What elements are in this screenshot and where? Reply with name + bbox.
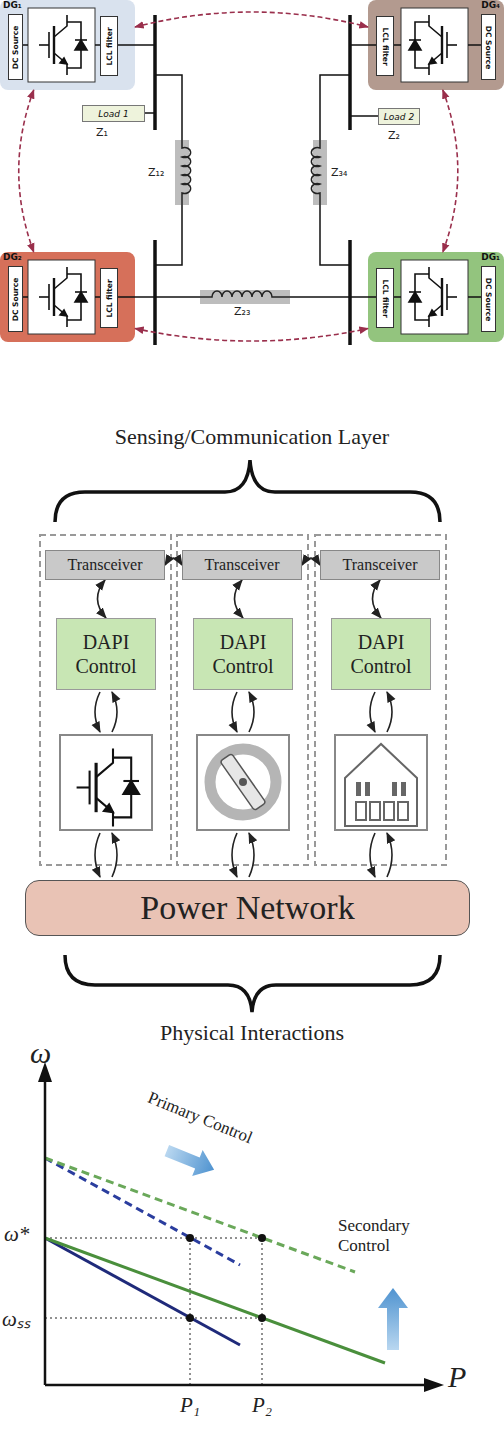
node-text: DG₁	[481, 252, 500, 262]
transceiver-box: Transceiver	[320, 550, 440, 580]
power-network-box: Power Network	[25, 880, 470, 936]
lcl-filter-box: LCL filter	[376, 16, 394, 76]
dg-panel	[0, 0, 135, 90]
interaction-arrows	[95, 692, 392, 877]
communication-link	[135, 12, 368, 27]
label: Z₂₃	[234, 305, 250, 318]
node-text: DG₁	[3, 0, 22, 10]
node-text: Load 1	[98, 109, 128, 119]
node-text: Transceiver	[68, 556, 143, 574]
label: ωₛₛ	[2, 1304, 31, 1332]
dapi-control-box: DAPI Control	[193, 618, 293, 690]
label: Z₂	[388, 129, 400, 142]
dg-panel	[368, 252, 504, 342]
label: Sensing/Communication Layer	[115, 424, 389, 450]
turbine-icon	[210, 749, 276, 815]
device-group	[40, 535, 446, 865]
label: ω*	[4, 1222, 29, 1247]
brace	[55, 460, 440, 522]
dapi-control-box: DAPI Control	[56, 618, 156, 690]
transceiver-box: Transceiver	[45, 550, 165, 580]
communication-link	[135, 329, 368, 342]
label: Secondary Control	[338, 1216, 420, 1255]
label: Physical Interactions	[160, 1020, 344, 1046]
device-icon-box	[60, 735, 427, 830]
node-text: DC Source	[484, 277, 493, 320]
node-text: DG₄	[481, 0, 500, 10]
lcl-filter-box: LCL filter	[376, 268, 394, 328]
dc-source-box: DC Source	[8, 266, 23, 332]
label: Z₁	[96, 126, 108, 139]
lcl-filter-box: LCL filter	[100, 16, 118, 76]
brace	[65, 955, 440, 1012]
dg-panel	[0, 252, 135, 342]
inductor	[175, 140, 327, 304]
node-text: DC Source	[11, 25, 20, 68]
lcl-filter-box: LCL filter	[100, 268, 118, 328]
dg-panel	[368, 0, 504, 90]
node-text: Load 2	[384, 112, 414, 122]
node-text: DC Source	[11, 277, 20, 320]
inverter-icon	[77, 749, 139, 827]
dg-unit: DG₁ DC Source LCL filter	[0, 0, 135, 90]
label: Z₁₂	[148, 166, 164, 179]
node-text: LCL filter	[105, 27, 114, 65]
dg-unit: DG₄ LCL filter DC Source	[368, 0, 504, 90]
node-text: LCL filter	[105, 279, 114, 317]
dc-source-box: DC Source	[481, 266, 496, 332]
droop-chart	[38, 1062, 444, 1392]
label: Primary Control	[145, 1088, 255, 1148]
communication-link	[19, 90, 34, 252]
label: Z₃₄	[331, 166, 347, 179]
wires	[23, 45, 481, 297]
data-exchange-arrow	[234, 580, 243, 618]
node-text: DAPI Control	[194, 630, 292, 678]
node-text: Transceiver	[205, 556, 280, 574]
node-text: DG₂	[3, 252, 22, 262]
node-text: DC Source	[484, 25, 493, 68]
transceiver-box: Transceiver	[182, 550, 302, 580]
data-exchange-arrow	[165, 558, 182, 565]
dapi-control-box: DAPI Control	[331, 618, 431, 690]
dg-unit: DG₂ DC Source LCL filter	[0, 252, 135, 342]
label: ω	[30, 1036, 51, 1070]
node-text: DAPI Control	[332, 630, 430, 678]
load-box: Load 1	[82, 105, 145, 122]
house-icon	[345, 744, 417, 826]
node-text: LCL filter	[381, 27, 390, 65]
communication-link	[443, 90, 458, 252]
label: P₂	[252, 1393, 272, 1418]
label: P	[448, 1360, 466, 1394]
load-box: Load 2	[378, 108, 420, 125]
label: P₁	[180, 1393, 200, 1418]
node-text: Power Network	[140, 889, 354, 927]
node-text: LCL filter	[381, 279, 390, 317]
data-exchange-arrow	[97, 580, 106, 618]
dc-source-box: DC Source	[481, 14, 496, 80]
dc-source-box: DC Source	[8, 14, 23, 80]
dg-unit: DG₁ LCL filter DC Source	[368, 252, 504, 342]
data-exchange-arrow	[302, 558, 320, 565]
node-text: Transceiver	[343, 556, 418, 574]
data-exchange-arrow	[372, 580, 381, 618]
node-text: DAPI Control	[57, 630, 155, 678]
bus-bar	[155, 15, 350, 345]
